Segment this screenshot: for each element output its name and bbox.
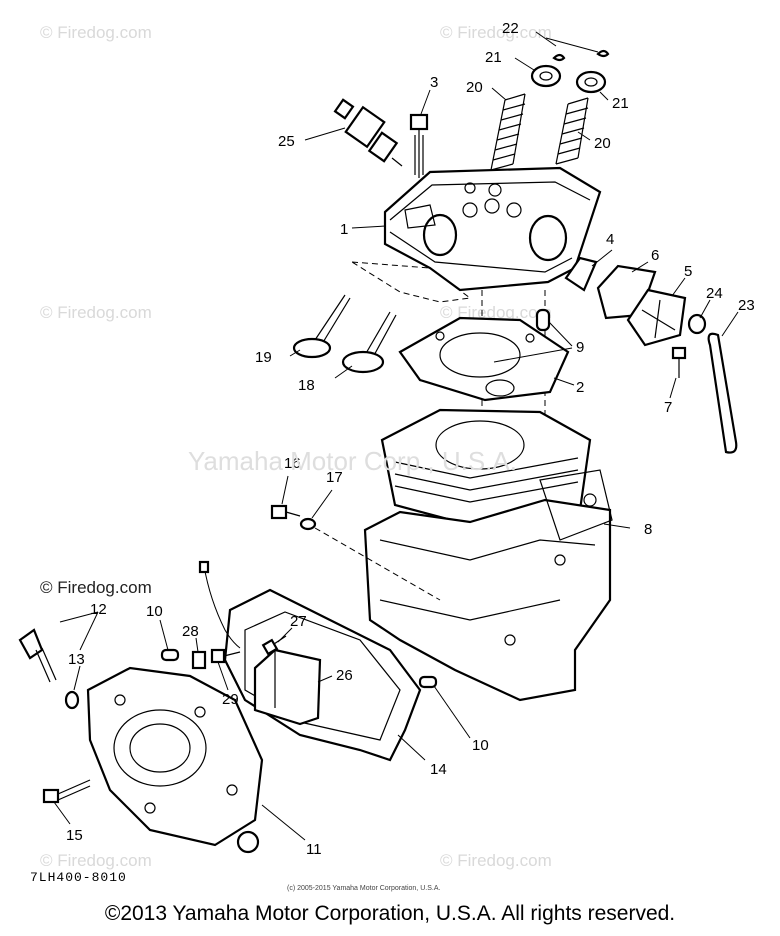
spring-retainers: [530, 64, 607, 94]
callout-15: 15: [66, 827, 83, 844]
crankcase-gasket: [223, 588, 422, 762]
callout-14: 14: [430, 761, 447, 778]
callout-20-right: 20: [594, 135, 611, 152]
o-ring: [64, 690, 80, 710]
footer-copyright: ©2013 Yamaha Motor Corporation, U.S.A. A…: [104, 902, 676, 925]
callout-27: 27: [290, 613, 307, 630]
bolt-28: [191, 650, 207, 670]
callout-24: 24: [706, 285, 723, 302]
callout-29: 29: [222, 691, 239, 708]
head-gasket: [398, 316, 570, 402]
center-watermark: Yamaha Motor Corp., U.S.A.: [188, 446, 517, 476]
callout-8: 8: [644, 521, 652, 538]
valve-spring-right: [555, 97, 589, 165]
callout-5: 5: [684, 263, 692, 280]
callout-20-left: 20: [466, 79, 483, 96]
leader-lines: [53, 31, 739, 841]
callout-12: 12: [90, 601, 107, 618]
callout-numbers: 22 21 21 20 20 3 25 1 4 6 5 24 23 9 2 7 …: [66, 20, 755, 858]
callout-10-right: 10: [472, 737, 489, 754]
watermark-mid-left: © Firedog.com: [40, 303, 152, 322]
cylinder-head: [383, 166, 602, 292]
callout-7: 7: [664, 399, 672, 416]
callout-11: 11: [306, 841, 322, 858]
guide-lines-valves: [351, 261, 472, 303]
breather-hose: [707, 332, 738, 454]
valve-cover: [626, 288, 687, 347]
dowel-pin-10-right: [418, 675, 438, 689]
head-bolt: [409, 113, 429, 178]
cylinder-barrel: [380, 408, 592, 527]
wire-terminal: [198, 560, 210, 574]
intake-valve: [341, 311, 397, 374]
cover-bolt-15: [42, 779, 91, 804]
callout-9: 9: [576, 339, 584, 356]
callout-28: 28: [182, 623, 199, 640]
valve-cotters: [552, 49, 610, 62]
callout-17: 17: [326, 469, 343, 486]
callout-25: 25: [278, 133, 295, 150]
watermark-dark: © Firedog.com: [40, 578, 152, 597]
callout-19: 19: [255, 349, 272, 366]
exhaust-valve: [292, 294, 351, 359]
guide-line-crankcase: [314, 527, 441, 601]
cover-nut: [687, 313, 707, 335]
callout-21-left: 21: [485, 49, 502, 66]
callout-13: 13: [68, 651, 85, 668]
spark-plug: [333, 98, 403, 167]
diagram-number: 7LH400-8010: [30, 870, 127, 885]
watermark-top-left: © Firedog.com: [40, 23, 152, 42]
crankcase: [363, 469, 613, 702]
small-copyright: (c) 2005-2015 Yamaha Motor Corporation, …: [287, 885, 441, 892]
callout-4: 4: [606, 231, 614, 248]
callout-3: 3: [430, 74, 438, 91]
callout-23: 23: [738, 297, 755, 314]
callout-6: 6: [651, 247, 659, 264]
crankcase-bolt: [270, 504, 301, 520]
callout-16: 16: [284, 455, 301, 472]
ignition-coil: [253, 648, 322, 726]
coil-wire: [203, 565, 241, 649]
watermark-bottom-left: © Firedog.com: [40, 851, 152, 870]
crankcase-cover: [86, 666, 264, 854]
dowel-pin-10-left: [160, 648, 180, 662]
oil-dipstick: [18, 628, 57, 683]
breather-plate: [564, 256, 598, 292]
dowel-pin-upper: [535, 308, 551, 332]
callout-2: 2: [576, 379, 584, 396]
watermark-bottom-right: © Firedog.com: [440, 851, 552, 870]
callout-22: 22: [502, 20, 519, 37]
callout-21-right: 21: [612, 95, 629, 112]
watermark-top-right: © Firedog.com: [440, 23, 552, 42]
callout-1: 1: [340, 221, 348, 238]
coil-bolt: [261, 635, 287, 656]
callout-26: 26: [336, 667, 353, 684]
callout-10-left: 10: [146, 603, 163, 620]
valve-spring-left: [490, 93, 526, 171]
callout-18: 18: [298, 377, 315, 394]
cover-bolt: [671, 346, 687, 378]
washer: [299, 517, 317, 531]
